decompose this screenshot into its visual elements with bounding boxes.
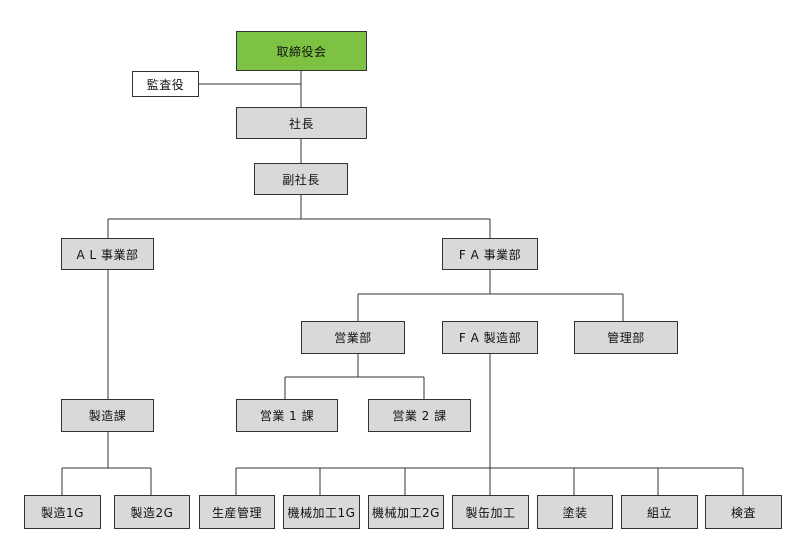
fa-manufacturing-node: F A 製造部 (442, 321, 538, 354)
sales-section-1-node: 営業 1 課 (236, 399, 338, 432)
sales-section-2-node: 営業 2 課 (368, 399, 471, 432)
fa-unit-node: 生産管理 (199, 495, 275, 529)
vice-president-node: 副社長 (254, 163, 348, 195)
president-node: 社長 (236, 107, 367, 139)
sales-dept-node: 営業部 (301, 321, 405, 354)
auditor-node: 監査役 (132, 71, 199, 97)
fa-unit-node: 検査 (705, 495, 782, 529)
al-division-node: A L 事業部 (61, 238, 154, 270)
fa-division-node: F A 事業部 (442, 238, 538, 270)
al-manufacturing-section-node: 製造課 (61, 399, 154, 432)
al-group-node: 製造1G (24, 495, 101, 529)
fa-unit-node: 機械加工2G (368, 495, 444, 529)
fa-unit-node: 塗装 (537, 495, 613, 529)
fa-unit-node: 機械加工1G (283, 495, 360, 529)
al-group-node: 製造2G (114, 495, 190, 529)
fa-unit-node: 製缶加工 (452, 495, 529, 529)
board-of-directors-node: 取締役会 (236, 31, 367, 71)
management-dept-node: 管理部 (574, 321, 678, 354)
fa-unit-node: 組立 (621, 495, 698, 529)
